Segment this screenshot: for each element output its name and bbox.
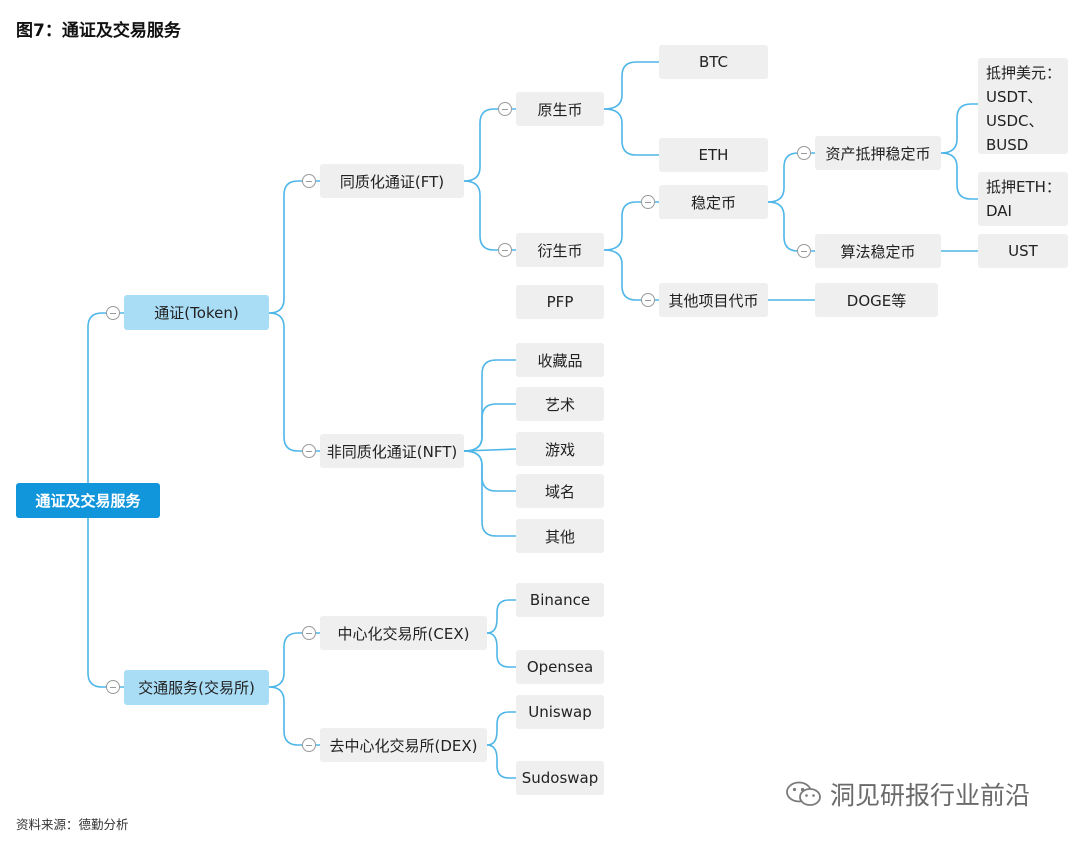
watermark-text: 洞见研报行业前沿 [830, 781, 1031, 810]
usd-backed-line-2: USDT、 [986, 88, 1043, 106]
collapse-icon[interactable] [498, 243, 512, 257]
node-token[interactable]: 通证(Token) [124, 295, 269, 330]
line-trade-dex [268, 686, 320, 746]
usd-backed-line-1: 抵押美元： [986, 64, 1062, 82]
line-derivative-other [603, 249, 659, 301]
node-games[interactable]: 游戏 [516, 432, 604, 466]
collapse-icon[interactable] [106, 680, 120, 694]
line-dex-uniswap [486, 711, 516, 746]
line-native-eth [603, 108, 659, 156]
node-usd-backed[interactable]: 抵押美元： USDT、 USDC、 BUSD [978, 58, 1068, 154]
line-token-nft [268, 312, 320, 452]
eth-backed-line-1: 抵押ETH： [986, 178, 1061, 196]
node-btc[interactable]: BTC [659, 45, 768, 79]
collapse-icon[interactable] [641, 293, 655, 307]
line-ft-derivative [463, 180, 516, 251]
line-trade-cex [268, 632, 320, 688]
node-derivative-coin[interactable]: 衍生币 [516, 233, 604, 267]
node-sudoswap[interactable]: Sudoswap [516, 761, 604, 795]
node-eth[interactable]: ETH [659, 138, 768, 172]
line-cex-opensea [486, 632, 516, 668]
collapse-icon[interactable] [797, 244, 811, 258]
line-cex-binance [486, 599, 516, 634]
collapse-icon[interactable] [302, 626, 316, 640]
node-doge[interactable]: DOGE等 [815, 283, 938, 317]
node-ft[interactable]: 同质化通证(FT) [320, 164, 464, 198]
line-root-trade [87, 500, 124, 688]
node-opensea[interactable]: Opensea [516, 650, 604, 684]
collapse-icon[interactable] [302, 444, 316, 458]
line-derivative-stable [603, 201, 659, 251]
node-stablecoin[interactable]: 稳定币 [659, 185, 768, 219]
root-node[interactable]: 通证及交易服务 [16, 483, 160, 518]
line-asset-usd [940, 103, 978, 154]
wechat-icon [784, 780, 824, 814]
collapse-icon[interactable] [302, 738, 316, 752]
node-dex[interactable]: 去中心化交易所(DEX) [320, 728, 487, 762]
node-uniswap[interactable]: Uniswap [516, 695, 604, 729]
line-stable-algo [767, 201, 815, 252]
figure-title: 图7：通证及交易服务 [16, 21, 181, 41]
node-domains[interactable]: 域名 [516, 474, 604, 508]
node-binance[interactable]: Binance [516, 583, 604, 617]
node-other-project-token[interactable]: 其他项目代币 [659, 283, 768, 317]
collapse-icon[interactable] [498, 102, 512, 116]
watermark: 洞见研报行业前沿 [784, 776, 1030, 814]
node-nft[interactable]: 非同质化通证(NFT) [320, 434, 464, 468]
collapse-icon[interactable] [106, 306, 120, 320]
line-native-btc [603, 61, 659, 110]
line-asset-eth [940, 152, 978, 200]
line-nft-games [463, 448, 517, 452]
node-nft-other[interactable]: 其他 [516, 519, 604, 553]
collapse-icon[interactable] [302, 174, 316, 188]
source-note: 资料来源：德勤分析 [16, 817, 129, 832]
node-algo-stable[interactable]: 算法稳定币 [815, 234, 941, 268]
node-trade-service[interactable]: 交通服务(交易所) [124, 670, 269, 705]
eth-backed-line-2: DAI [986, 202, 1012, 220]
collapse-icon[interactable] [797, 146, 811, 160]
node-ust[interactable]: UST [978, 234, 1068, 268]
collapse-icon[interactable] [641, 195, 655, 209]
line-token-ft [268, 180, 320, 314]
node-asset-backed-stable[interactable]: 资产抵押稳定币 [815, 136, 941, 170]
usd-backed-line-4: BUSD [986, 136, 1029, 154]
line-ft-native [463, 108, 516, 182]
usd-backed-line-3: USDC、 [986, 112, 1044, 130]
node-art[interactable]: 艺术 [516, 387, 604, 421]
node-collectibles[interactable]: 收藏品 [516, 343, 604, 377]
line-stable-asset [767, 152, 815, 203]
line-root-token [87, 312, 124, 500]
line-nft-domains [463, 450, 516, 492]
line-dex-sudoswap [486, 744, 516, 779]
line-nft-other [463, 450, 516, 537]
node-eth-backed[interactable]: 抵押ETH： DAI [978, 172, 1068, 226]
line-nft-art [463, 403, 516, 452]
node-native-coin[interactable]: 原生币 [516, 92, 604, 126]
node-cex[interactable]: 中心化交易所(CEX) [320, 616, 487, 650]
node-pfp[interactable]: PFP [516, 285, 604, 319]
